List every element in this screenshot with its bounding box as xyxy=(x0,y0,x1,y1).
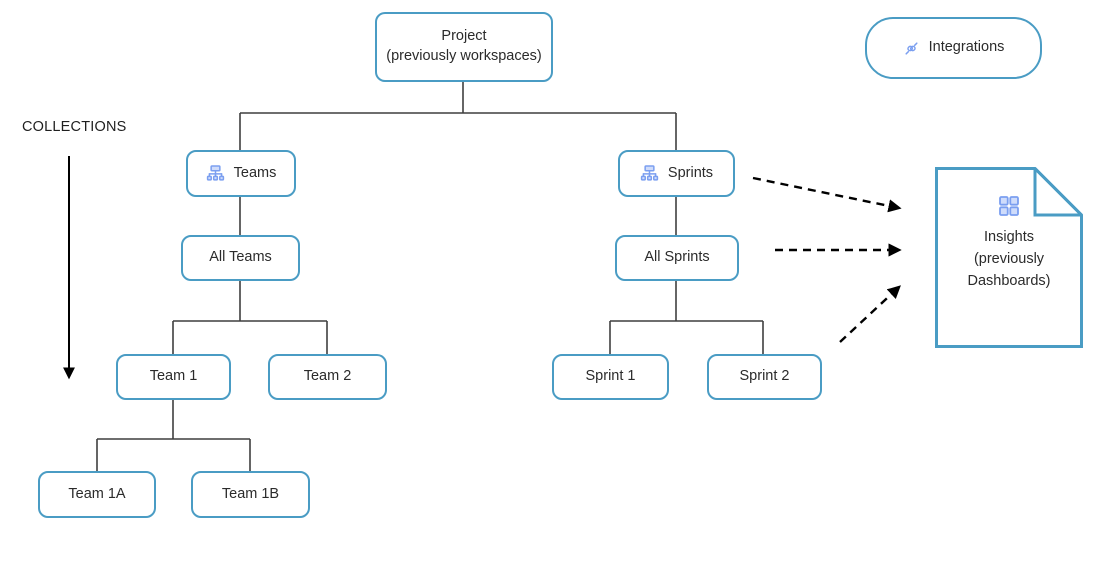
node-all-sprints-label: All Sprints xyxy=(644,249,710,266)
node-team-1b[interactable]: Team 1B xyxy=(191,471,310,518)
dashed-arrow-sprint2-to-insights xyxy=(839,285,901,343)
collections-axis-label: COLLECTIONS xyxy=(22,119,127,135)
node-project-label: Project (previously workspaces) xyxy=(386,28,542,64)
hierarchy-icon xyxy=(640,164,659,183)
node-team-2[interactable]: Team 2 xyxy=(268,354,387,400)
document-shape-icon xyxy=(935,167,1083,348)
node-insights[interactable]: Insights (previously Dashboards) xyxy=(935,167,1083,348)
node-teams[interactable]: Teams xyxy=(186,150,296,197)
hierarchy-icon xyxy=(206,164,225,183)
node-team-1a-label: Team 1A xyxy=(68,485,126,502)
node-sprints-label: Sprints xyxy=(667,164,714,181)
node-project[interactable]: Project (previously workspaces) xyxy=(375,12,553,82)
dashboard-grid-icon xyxy=(998,195,1020,217)
node-all-teams[interactable]: All Teams xyxy=(181,235,300,281)
node-integrations[interactable]: Integrations xyxy=(865,17,1042,79)
node-sprints[interactable]: Sprints xyxy=(618,150,735,197)
node-teams-label: Teams xyxy=(233,164,277,181)
node-sprint-1-label: Sprint 1 xyxy=(585,368,636,385)
node-all-sprints[interactable]: All Sprints xyxy=(615,235,739,281)
node-team-1[interactable]: Team 1 xyxy=(116,354,231,400)
node-sprint-1[interactable]: Sprint 1 xyxy=(552,354,669,400)
node-sprint-2-label: Sprint 2 xyxy=(739,368,790,385)
node-integrations-label: Integrations xyxy=(928,39,1005,56)
node-team-1a[interactable]: Team 1A xyxy=(38,471,156,518)
node-all-teams-label: All Teams xyxy=(209,249,272,266)
plug-connector-icon xyxy=(903,40,920,57)
insights-content: Insights (previously Dashboards) xyxy=(935,167,1083,348)
node-team-2-label: Team 2 xyxy=(303,368,352,385)
node-team-1-label: Team 1 xyxy=(149,368,198,385)
node-insights-label: Insights (previously Dashboards) xyxy=(967,229,1051,289)
node-team-1b-label: Team 1B xyxy=(221,485,280,502)
dashed-arrow-sprints-to-insights xyxy=(752,176,902,213)
node-sprint-2[interactable]: Sprint 2 xyxy=(707,354,822,400)
